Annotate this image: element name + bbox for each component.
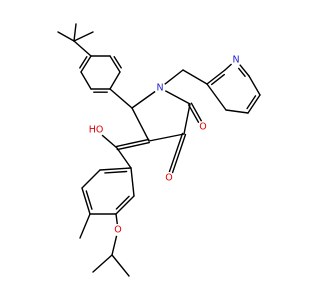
bond-line-15 xyxy=(164,90,191,105)
bond-line-28 xyxy=(239,63,250,77)
bond-line-44 xyxy=(85,190,93,210)
atom-o-hydroxyl: HO xyxy=(88,122,104,138)
atom-o-ketone-label: O xyxy=(165,173,172,184)
bond-line-14 xyxy=(131,90,156,109)
bond-line-47 xyxy=(104,170,128,174)
bond-line-27 xyxy=(224,63,233,71)
molecule-structure-diagram: N O O HO O N xyxy=(57,23,261,277)
bond-line-45 xyxy=(81,169,101,189)
bond-line-34 xyxy=(206,83,227,111)
bond-line-35 xyxy=(115,138,150,148)
bond-line-0 xyxy=(57,31,75,42)
atom-o-lactam-label: O xyxy=(199,122,206,133)
bond-line-16 xyxy=(183,103,191,135)
bond-line-48 xyxy=(79,213,91,239)
atom-o-hydroxyl-label: HO xyxy=(89,125,104,136)
atom-o-ether: O xyxy=(112,224,124,236)
bond-line-12 xyxy=(79,56,88,69)
bond-line-52 xyxy=(111,254,130,277)
bond-line-11 xyxy=(80,55,92,73)
bond-line-10 xyxy=(80,71,92,90)
bond-line-40 xyxy=(115,195,135,215)
bond-line-6 xyxy=(113,56,122,69)
atom-n-pyridine-label: N xyxy=(232,55,239,66)
atom-o-lactam: O xyxy=(197,121,209,133)
atom-o-ether-label: O xyxy=(114,225,121,236)
bond-line-32 xyxy=(246,95,257,110)
bond-line-21 xyxy=(168,132,184,173)
bond-line-24 xyxy=(182,69,208,85)
bond-line-39 xyxy=(130,167,135,197)
bond-line-7 xyxy=(109,71,121,90)
bond-line-13 xyxy=(109,88,133,109)
atom-o-ketone: O xyxy=(163,172,175,184)
bond-line-17 xyxy=(148,133,185,142)
bond-line-51 xyxy=(92,254,113,273)
bond-line-20 xyxy=(190,102,203,122)
bond-layer xyxy=(57,23,261,277)
bond-line-41 xyxy=(115,195,130,210)
bond-line-33 xyxy=(225,109,249,114)
bond-line-29 xyxy=(237,67,246,78)
bond-line-36 xyxy=(116,141,151,151)
atom-n-pyridine: N xyxy=(230,54,242,66)
bond-line-23 xyxy=(163,69,184,86)
bond-line-18 xyxy=(131,107,150,142)
bond-line-31 xyxy=(247,94,261,114)
bond-line-5 xyxy=(109,55,121,73)
bond-line-25 xyxy=(206,69,226,85)
bond-line-43 xyxy=(81,187,91,215)
bond-line-2 xyxy=(73,31,94,42)
bond-line-1 xyxy=(73,23,77,42)
bond-line-22 xyxy=(171,133,187,174)
atom-n-pyrrole-label: N xyxy=(156,83,163,94)
bond-line-49 xyxy=(115,213,119,225)
bond-line-30 xyxy=(248,75,261,96)
bond-line-3 xyxy=(73,40,92,57)
bond-line-50 xyxy=(111,235,118,256)
atom-n-pyrrole: N xyxy=(154,82,166,94)
bond-line-26 xyxy=(210,73,226,86)
atom-label-layer: N O O HO O N xyxy=(88,54,242,236)
bond-line-37 xyxy=(101,134,118,149)
bond-line-19 xyxy=(187,104,200,124)
bond-line-46 xyxy=(99,167,132,171)
bond-line-38 xyxy=(116,147,132,169)
